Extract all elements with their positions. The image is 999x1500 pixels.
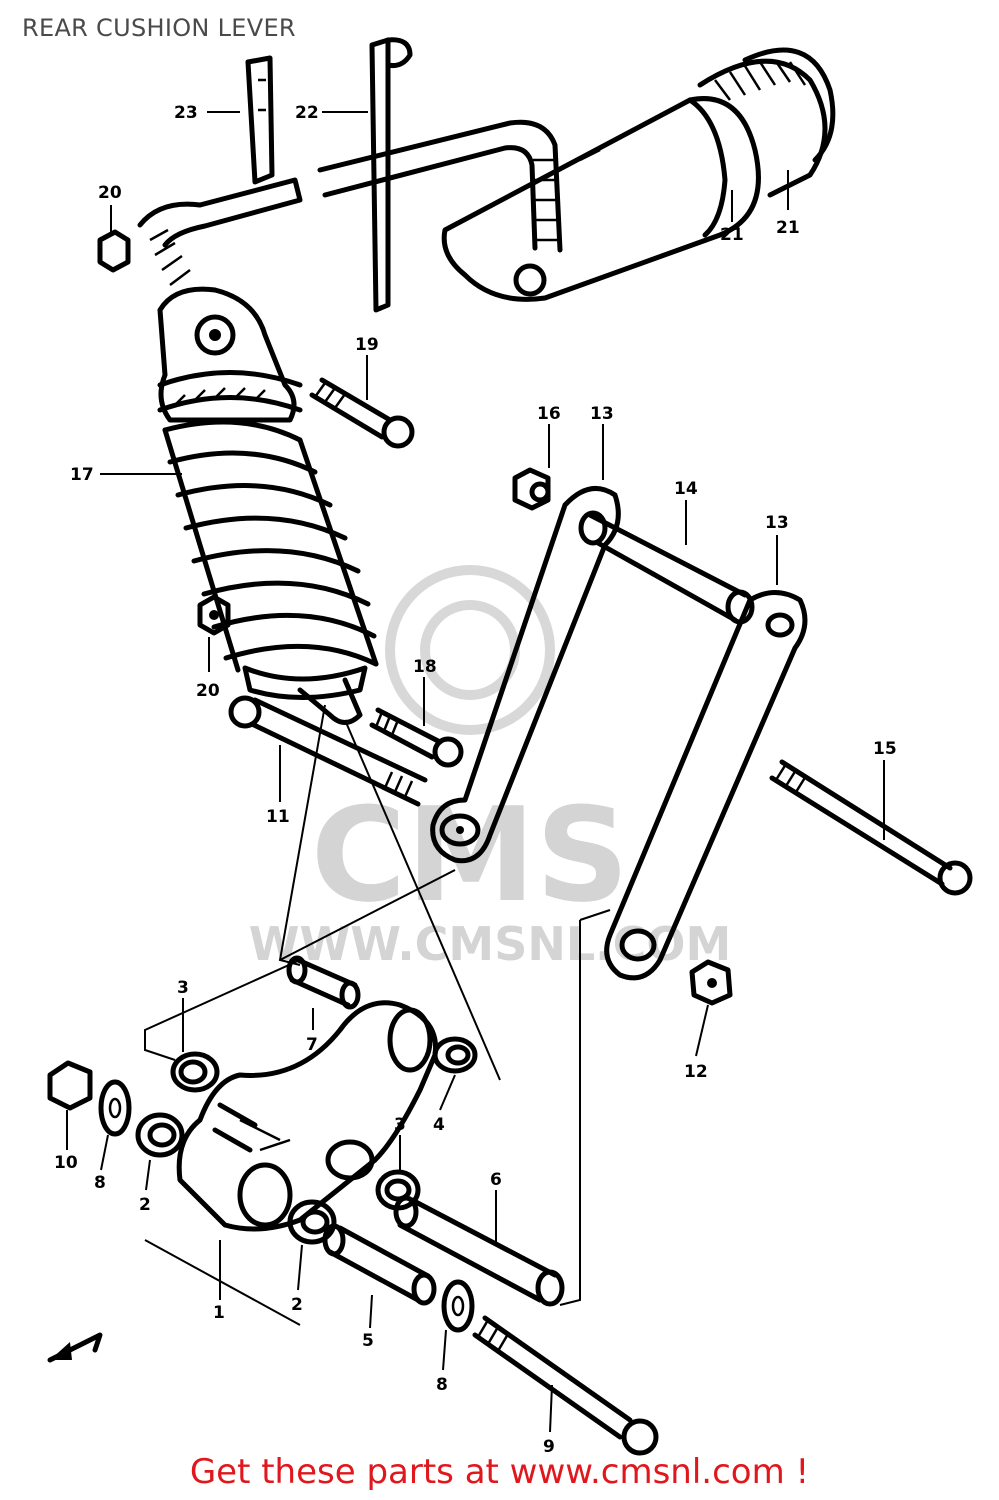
callout-5: 5 xyxy=(362,1331,374,1351)
callout-8-left: 8 xyxy=(94,1173,106,1193)
callout-15: 15 xyxy=(873,739,897,759)
callout-16: 16 xyxy=(537,404,561,424)
part-7-spacer xyxy=(286,955,361,1010)
watermark-url: WWW.CMSNL.COM xyxy=(249,917,732,971)
reservoir-canister xyxy=(441,47,836,302)
watermark-text: CMS xyxy=(311,779,629,931)
part-19-bolt xyxy=(309,377,415,449)
callout-17: 17 xyxy=(70,465,94,485)
callout-3-lower: 3 xyxy=(394,1115,406,1135)
part-18-bolt xyxy=(369,707,464,768)
part-23-strap xyxy=(245,55,275,185)
callout-9: 9 xyxy=(543,1437,555,1457)
callout-20-lower: 20 xyxy=(196,681,220,701)
part-8-washer-a xyxy=(98,1079,132,1137)
callout-8-bottom: 8 xyxy=(436,1375,448,1395)
callout-20-upper: 20 xyxy=(98,183,122,203)
callout-12: 12 xyxy=(684,1062,708,1082)
part-9-bolt xyxy=(472,1315,659,1456)
part-5-spacer xyxy=(322,1223,437,1306)
part-2-bearing-a xyxy=(135,1112,185,1158)
reservoir-hose xyxy=(137,119,563,286)
part-13-cushion-rods xyxy=(430,485,808,981)
callout-numbers: 23 22 20 21 21 19 16 13 14 13 17 20 18 1… xyxy=(54,103,897,1457)
callout-4: 4 xyxy=(433,1115,445,1135)
part-10-nut xyxy=(47,1060,93,1111)
part-20-nut-upper xyxy=(97,229,131,273)
callout-leader-lines xyxy=(66,111,885,1433)
assembly-guide-lines xyxy=(144,704,611,1326)
part-4-bushing xyxy=(432,1036,478,1074)
callout-13-left: 13 xyxy=(590,404,614,424)
callout-10: 10 xyxy=(54,1153,78,1173)
callout-22: 22 xyxy=(295,103,319,123)
part-15-bolt xyxy=(769,759,973,896)
part-6-spacer xyxy=(393,1195,565,1307)
part-22-tie xyxy=(369,37,413,313)
front-direction-arrow xyxy=(47,1332,103,1363)
part-14-spacer xyxy=(578,510,755,625)
part-3-bearing-a xyxy=(170,1051,220,1093)
callout-21-b: 21 xyxy=(776,218,800,238)
callout-6: 6 xyxy=(490,1170,502,1190)
part-1-cushion-lever xyxy=(176,1000,439,1232)
callout-11: 11 xyxy=(266,807,290,827)
callout-1: 1 xyxy=(213,1303,225,1323)
watermark-logo: CMS WWW.CMSNL.COM xyxy=(249,565,732,971)
part-11-bolt xyxy=(228,695,428,807)
part-17-shock-absorber xyxy=(157,286,379,725)
get-parts-link[interactable]: Get these parts at www.cmsnl.com ! xyxy=(189,1452,810,1492)
part-12-nut xyxy=(689,959,733,1006)
callout-2-left: 2 xyxy=(139,1195,151,1215)
page-title: REAR CUSHION LEVER xyxy=(22,14,296,42)
part-16-nut xyxy=(512,467,551,511)
part-8-washer-b xyxy=(441,1279,475,1333)
callout-19: 19 xyxy=(355,335,379,355)
callout-14: 14 xyxy=(674,479,698,499)
callout-21-a: 21 xyxy=(720,225,744,245)
part-20-nut-lower xyxy=(197,594,231,636)
callout-13-right: 13 xyxy=(765,513,789,533)
callout-7: 7 xyxy=(306,1035,318,1055)
callout-18: 18 xyxy=(413,657,437,677)
callout-2-bottom: 2 xyxy=(291,1295,303,1315)
callout-3-upper: 3 xyxy=(177,978,189,998)
callout-23: 23 xyxy=(174,103,198,123)
part-2-bearing-b xyxy=(287,1199,337,1245)
